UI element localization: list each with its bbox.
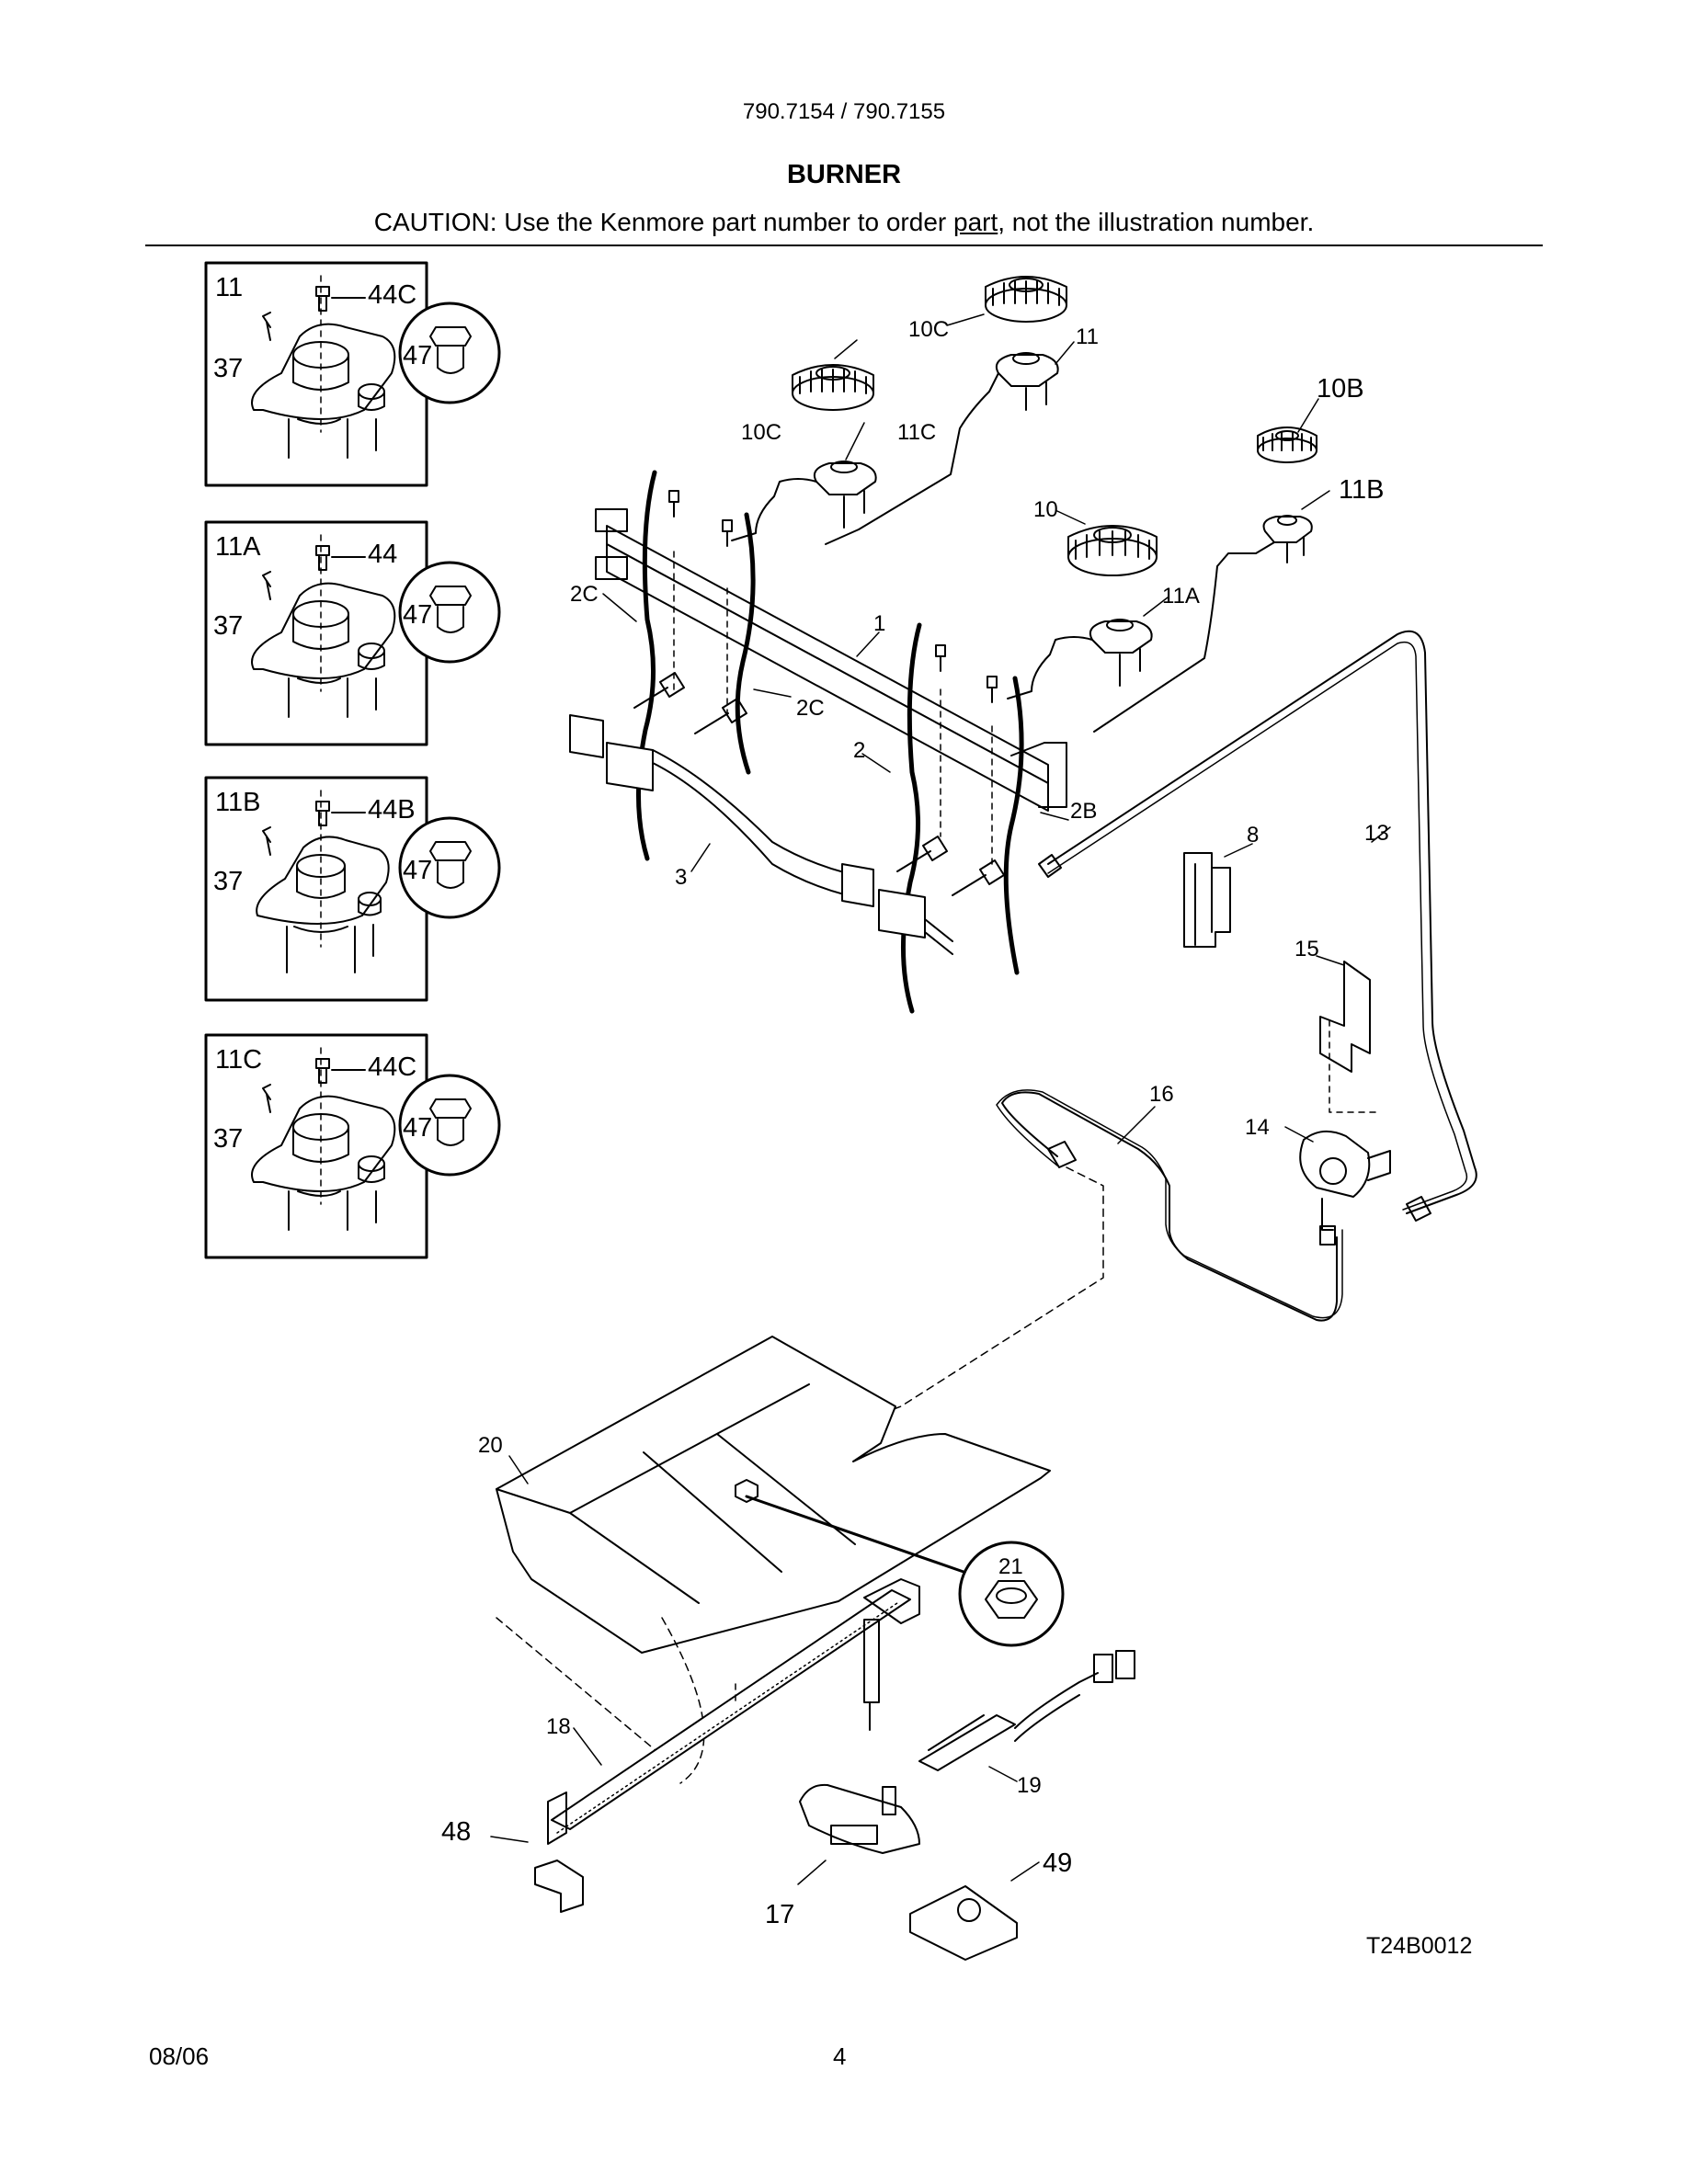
callout-20: 20 bbox=[478, 1433, 503, 1458]
valve-cover bbox=[909, 1885, 1018, 1961]
caution-prefix: CAUTION: Use the Kenmore part number to … bbox=[373, 208, 953, 236]
pressure-regulator bbox=[1299, 1130, 1391, 1231]
inset-2-cap-label: 47 bbox=[403, 600, 432, 630]
manifold-screws bbox=[668, 490, 998, 865]
caution-note: CAUTION: Use the Kenmore part number to … bbox=[0, 208, 1688, 237]
inset-1-orifice-label: 44C bbox=[368, 280, 416, 310]
inset-4-orifice-label: 44C bbox=[368, 1052, 416, 1082]
burner-base-front bbox=[1007, 619, 1153, 700]
callout-21: 21 bbox=[998, 1554, 1023, 1579]
burner-valves bbox=[633, 672, 1005, 896]
callout-10b: 10B bbox=[1317, 374, 1364, 404]
callout-leaders bbox=[490, 313, 1391, 1885]
callout-15: 15 bbox=[1295, 937, 1319, 961]
callout-3: 3 bbox=[675, 865, 687, 890]
burner-head-front bbox=[1067, 525, 1158, 576]
inset-3-burner-label: 11B bbox=[215, 788, 260, 817]
burner-base-rear-center bbox=[825, 352, 1059, 545]
burner-mount-bracket bbox=[534, 1860, 584, 1913]
wire-front-right bbox=[1003, 676, 1024, 975]
inset-3-cap-label: 47 bbox=[403, 856, 432, 885]
wire-rear-right bbox=[735, 512, 756, 775]
caution-suffix: , not the illustration number. bbox=[998, 208, 1315, 236]
callout-18: 18 bbox=[546, 1714, 571, 1739]
model-numbers: 790.7154 / 790.7155 bbox=[742, 99, 946, 124]
callout-49: 49 bbox=[1043, 1848, 1072, 1878]
inset-box-3 bbox=[204, 776, 501, 1002]
inset-box-1 bbox=[204, 261, 501, 487]
callout-2c-left: 2C bbox=[570, 582, 599, 607]
oven-igniter bbox=[918, 1650, 1135, 1771]
callout-2b: 2B bbox=[1070, 799, 1097, 824]
regulator-tube bbox=[1001, 1091, 1338, 1322]
inset-2-screw-label: 37 bbox=[213, 611, 243, 641]
inset-4-burner-label: 11C bbox=[215, 1045, 262, 1075]
callout-16: 16 bbox=[1149, 1082, 1174, 1107]
ignition-switch bbox=[1183, 852, 1231, 948]
header-rule bbox=[145, 245, 1543, 246]
callout-11c: 11C bbox=[897, 420, 936, 445]
callout-2: 2 bbox=[853, 738, 865, 763]
callout-10c-center: 10C bbox=[908, 317, 949, 342]
burner-bracket-rail bbox=[569, 714, 953, 955]
footer-date: 08/06 bbox=[149, 2042, 210, 2070]
nut-detail bbox=[735, 1479, 1065, 1647]
inset-1-burner-label: 11 bbox=[215, 273, 243, 302]
inset-box-2 bbox=[204, 520, 501, 746]
tube-fitting bbox=[1047, 1141, 1431, 1246]
callout-8: 8 bbox=[1247, 823, 1259, 847]
manifold bbox=[595, 508, 1067, 812]
gas-line bbox=[1047, 630, 1477, 1214]
gas-line-fitting bbox=[1038, 854, 1062, 878]
callout-19: 19 bbox=[1017, 1773, 1042, 1798]
burner-base-rear-left bbox=[731, 461, 877, 541]
callout-48: 48 bbox=[441, 1817, 471, 1847]
callout-11a: 11A bbox=[1162, 584, 1200, 609]
inset-4-cap-label: 47 bbox=[403, 1113, 432, 1143]
inset-3-orifice-label: 44B bbox=[368, 795, 416, 825]
wire-front-left bbox=[901, 622, 922, 1014]
oven-baffle bbox=[496, 1336, 1051, 1654]
burner-base-right-rear bbox=[1093, 515, 1313, 733]
callout-11: 11 bbox=[1076, 324, 1099, 349]
callout-2c-right: 2C bbox=[796, 696, 825, 721]
callout-10c-left: 10C bbox=[741, 420, 781, 445]
footer-page-number: 4 bbox=[833, 2042, 847, 2070]
callout-14: 14 bbox=[1245, 1115, 1270, 1140]
inset-4-screw-label: 37 bbox=[213, 1124, 243, 1154]
inset-3-screw-label: 37 bbox=[213, 867, 243, 896]
callout-10: 10 bbox=[1033, 497, 1058, 522]
regulator-bracket bbox=[1319, 961, 1376, 1113]
drawing-code: T24B0012 bbox=[1366, 1933, 1473, 1959]
callout-1: 1 bbox=[873, 611, 885, 636]
burner-head-right-rear bbox=[1257, 427, 1317, 463]
page-title: BURNER bbox=[786, 160, 902, 189]
burner-head-rear-left bbox=[792, 364, 874, 411]
inset-1-screw-label: 37 bbox=[213, 354, 243, 383]
oven-valve bbox=[799, 1783, 920, 1854]
callout-13: 13 bbox=[1364, 821, 1389, 846]
burner-head-rear-center bbox=[985, 276, 1067, 323]
callout-11b: 11B bbox=[1339, 475, 1384, 505]
caution-link: part bbox=[953, 208, 998, 236]
inset-box-4 bbox=[204, 1033, 501, 1259]
inset-2-burner-label: 11A bbox=[215, 532, 261, 562]
oven-burner-tube bbox=[547, 1578, 920, 1845]
inset-1-cap-label: 47 bbox=[403, 341, 432, 370]
inset-2-orifice-label: 44 bbox=[368, 540, 397, 569]
callout-17: 17 bbox=[765, 1900, 794, 1929]
wire-rear-left bbox=[636, 470, 657, 861]
